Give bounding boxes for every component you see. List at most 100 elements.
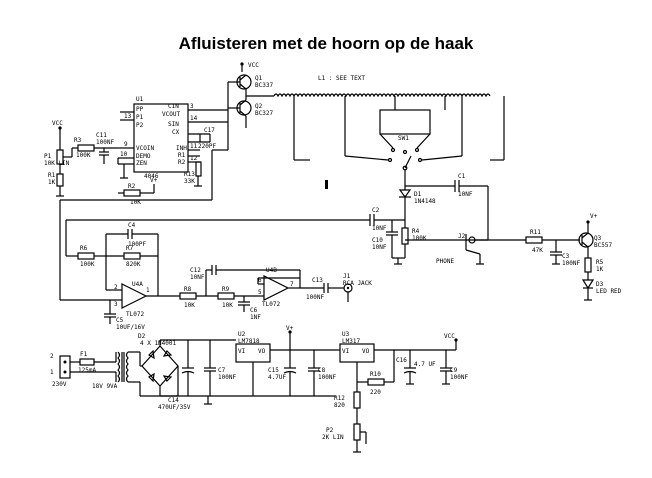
q3-type-label: BC557 [594,242,612,249]
j3-pin-2: 2 [50,353,54,360]
phone-label: PHONE [436,258,454,265]
c13-value: 100NF [306,294,324,301]
r5-label: R5 [596,259,604,266]
c16-value: 4.7 UF [414,361,436,368]
vplus-u1-label: V+ [150,177,158,184]
c8-label: C8 [318,367,326,374]
diode-d1-area [398,180,489,240]
page-title: Afluisteren met de hoorn op de haak [178,34,474,53]
d3-value: LED RED [596,288,622,295]
u2-vo: VO [258,348,266,355]
input-network [56,126,128,197]
opamp-u4a [65,220,180,324]
r2-symbol [123,189,141,197]
u2-vi: VI [238,348,246,355]
pin-num-10: 10 [120,151,128,158]
sw1-label: SW1 [398,135,409,142]
r12-label: R12 [334,395,345,402]
r4-label: R4 [412,228,420,235]
oscillator-driver [227,62,274,150]
c3-label: C3 [562,253,570,260]
regulator-u3 [330,338,458,453]
c10-label: C10 [372,237,383,244]
r3-label: R3 [74,137,82,144]
r7-label: R7 [126,245,134,252]
u2-label: U2 [238,331,246,338]
pin-num-11: 11 [190,143,198,150]
coil-l1 [273,93,505,160]
regulator-u2 [235,330,336,396]
r10-label: R10 [370,371,381,378]
pin-sin: SIN [168,121,179,128]
c4-label: C4 [128,222,136,229]
pin-num-13: 13 [124,113,132,120]
pin-num-12: 12 [190,155,198,162]
r11-label: R11 [530,229,541,236]
q2-label: Q2 [255,103,263,110]
c3-value: 100NF [562,260,580,267]
r3-value: 100K [76,152,91,159]
pin-num-3: 3 [190,103,194,110]
c9-label: C9 [450,367,458,374]
vcc-reg-label: VCC [444,333,455,340]
r13-symbol [195,161,202,177]
pin-p2: P2 [136,122,144,129]
c11-value: 100NF [96,139,114,146]
c2-label: C2 [372,207,380,214]
r8-label: R8 [184,286,192,293]
c6-label: C6 [250,307,258,314]
pin-cx: CX [172,129,180,136]
p1-label: P1 [44,153,52,160]
u1-label: U1 [136,96,144,103]
pin-inh: INH [176,145,187,152]
transformer-value: 18V 9VA [92,383,118,390]
pin-r2: R2 [178,159,186,166]
r1-label: R1 [48,172,56,179]
l1-label: L1 : SEE TEXT [318,75,365,82]
c7-value: 100NF [218,374,236,381]
j1-label: J1 [343,273,351,280]
pin-num-14: 14 [190,115,198,122]
pin-demo: DEMO [136,153,151,160]
u4a-label: U4A [132,281,143,288]
u4a-pin-2: 2 [114,284,118,291]
mains-input [59,351,140,383]
r2-value: 10K [130,199,141,206]
f1-label: F1 [80,351,88,358]
r8-value: 10K [184,302,195,309]
u4a-pin-1: 1 [146,287,150,294]
coupling-network [66,214,488,265]
j3-pin-1: 1 [50,369,54,376]
f1-value: 125mA [78,367,96,374]
r4-value: 100K [412,235,427,242]
pin-r1: R1 [178,152,186,159]
u4a-pin-3: 3 [114,301,118,308]
c7-label: C7 [218,367,226,374]
u3-vi: VI [342,348,350,355]
d1-label: D1 [414,191,422,198]
ic-u1-4046 [118,103,228,173]
p2-label: P2 [326,427,334,434]
r9-value: 10K [222,302,233,309]
c14-value: 470UF/35V [158,404,191,411]
marker-block [325,180,328,189]
q2-type-label: BC327 [255,110,273,117]
r13-value: 33K [184,178,195,185]
u4b-pin-6: 6 [258,277,262,284]
p1-value: 10K LIN [44,160,70,167]
u1-model: 4046 [144,173,159,180]
c17-value: 220PF [198,143,216,150]
vcc-left-label: VCC [52,120,63,127]
q3-label: Q3 [594,235,602,242]
vplus-q3-label: V+ [590,213,598,220]
d2-value: 4 X 1N4001 [140,340,177,347]
d1-value: 1N4148 [414,198,436,205]
c17-label: C17 [204,127,215,134]
c5-value: 10UF/16V [116,324,145,331]
c15-value: 4.7UF [268,374,286,381]
c4-value: 100PF [128,241,146,248]
u2-model: LM7818 [238,338,260,345]
vplus-reg-label: V+ [286,325,294,332]
u4b-pin-7: 7 [290,281,294,288]
r13-label: R13 [184,171,195,178]
